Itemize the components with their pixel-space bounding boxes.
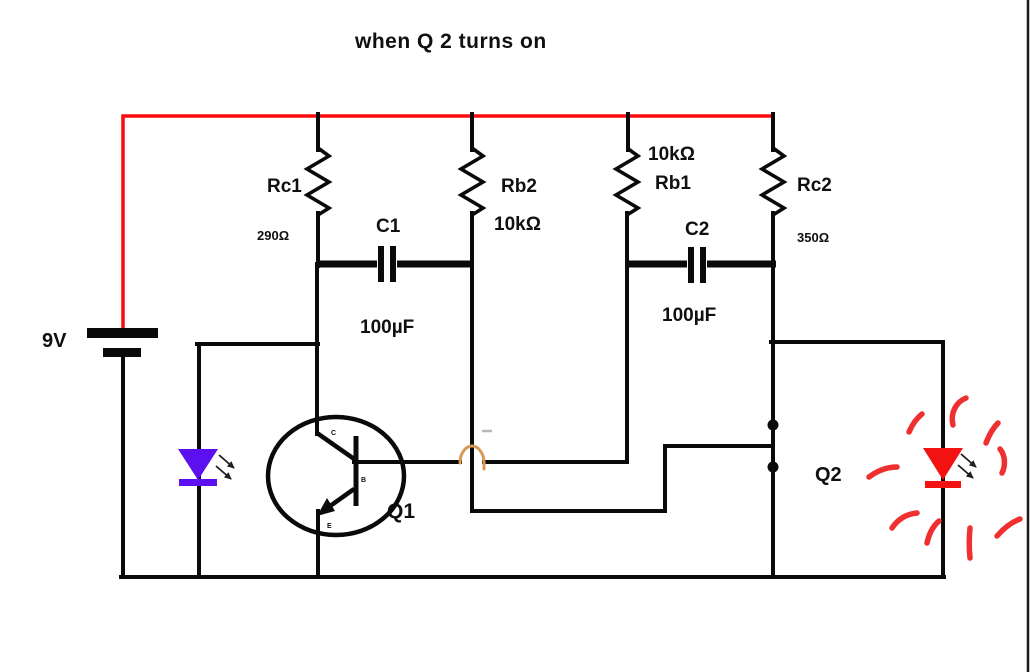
rb2-label: Rb2	[501, 176, 537, 197]
capacitors	[318, 246, 776, 283]
battery-positive-plate	[87, 328, 158, 338]
led-left-icon	[178, 449, 235, 486]
rc2-value: 350Ω	[797, 230, 830, 245]
led-left-emission-arrows	[215, 454, 235, 480]
rb1-label: Rb1	[655, 173, 691, 194]
led-glow-marks	[866, 395, 1023, 561]
junction-dot-q2-collector	[767, 419, 779, 431]
transistor-emitter-arrow	[317, 498, 335, 516]
wire-hop-icon	[458, 444, 486, 471]
resistor-rc1-icon	[303, 146, 333, 217]
rc1-value: 290Ω	[257, 228, 290, 243]
resistors	[303, 146, 788, 217]
resistor-rb2-icon	[457, 146, 487, 217]
c2-value: 100µF	[662, 305, 717, 326]
q1-terminal-b: B	[361, 477, 367, 484]
power-wire	[121, 114, 773, 332]
led-right-cathode-bar	[925, 481, 961, 488]
wire-c1-to-q2	[470, 211, 773, 513]
led-right-triangle	[923, 448, 963, 480]
transistor-collector-line	[315, 431, 359, 463]
resistor-rb1-icon	[612, 146, 642, 217]
q1-terminal-e: E	[327, 523, 332, 530]
led-right-icon	[866, 395, 1023, 561]
rc1-label: Rc1	[267, 176, 302, 197]
transistor-q1-icon	[265, 414, 407, 538]
transistor-circle	[265, 414, 407, 538]
led-right-emission-arrows	[957, 453, 977, 479]
diagram-title: when Q 2 turns on	[355, 30, 547, 53]
capacitor-c2-icon	[688, 247, 706, 283]
battery-icon	[87, 328, 158, 357]
battery-negative-plate	[103, 348, 141, 357]
c2-label: C2	[685, 219, 710, 240]
led-left-triangle	[178, 449, 218, 480]
junction-dot-q2-base	[767, 461, 779, 473]
rb1-value: 10kΩ	[648, 144, 695, 165]
battery-label: 9V	[42, 330, 67, 352]
rc2-label: Rc2	[797, 175, 832, 196]
capacitor-c1-icon	[378, 246, 396, 282]
led-left-cathode-bar	[179, 479, 217, 486]
q1-terminal-c: C	[331, 430, 337, 437]
c1-label: C1	[376, 216, 401, 237]
rb2-value: 10kΩ	[494, 214, 541, 235]
transistor-q2-label: Q2	[815, 464, 842, 486]
resistor-rc2-icon	[758, 146, 788, 217]
c1-value: 100µF	[360, 317, 415, 338]
